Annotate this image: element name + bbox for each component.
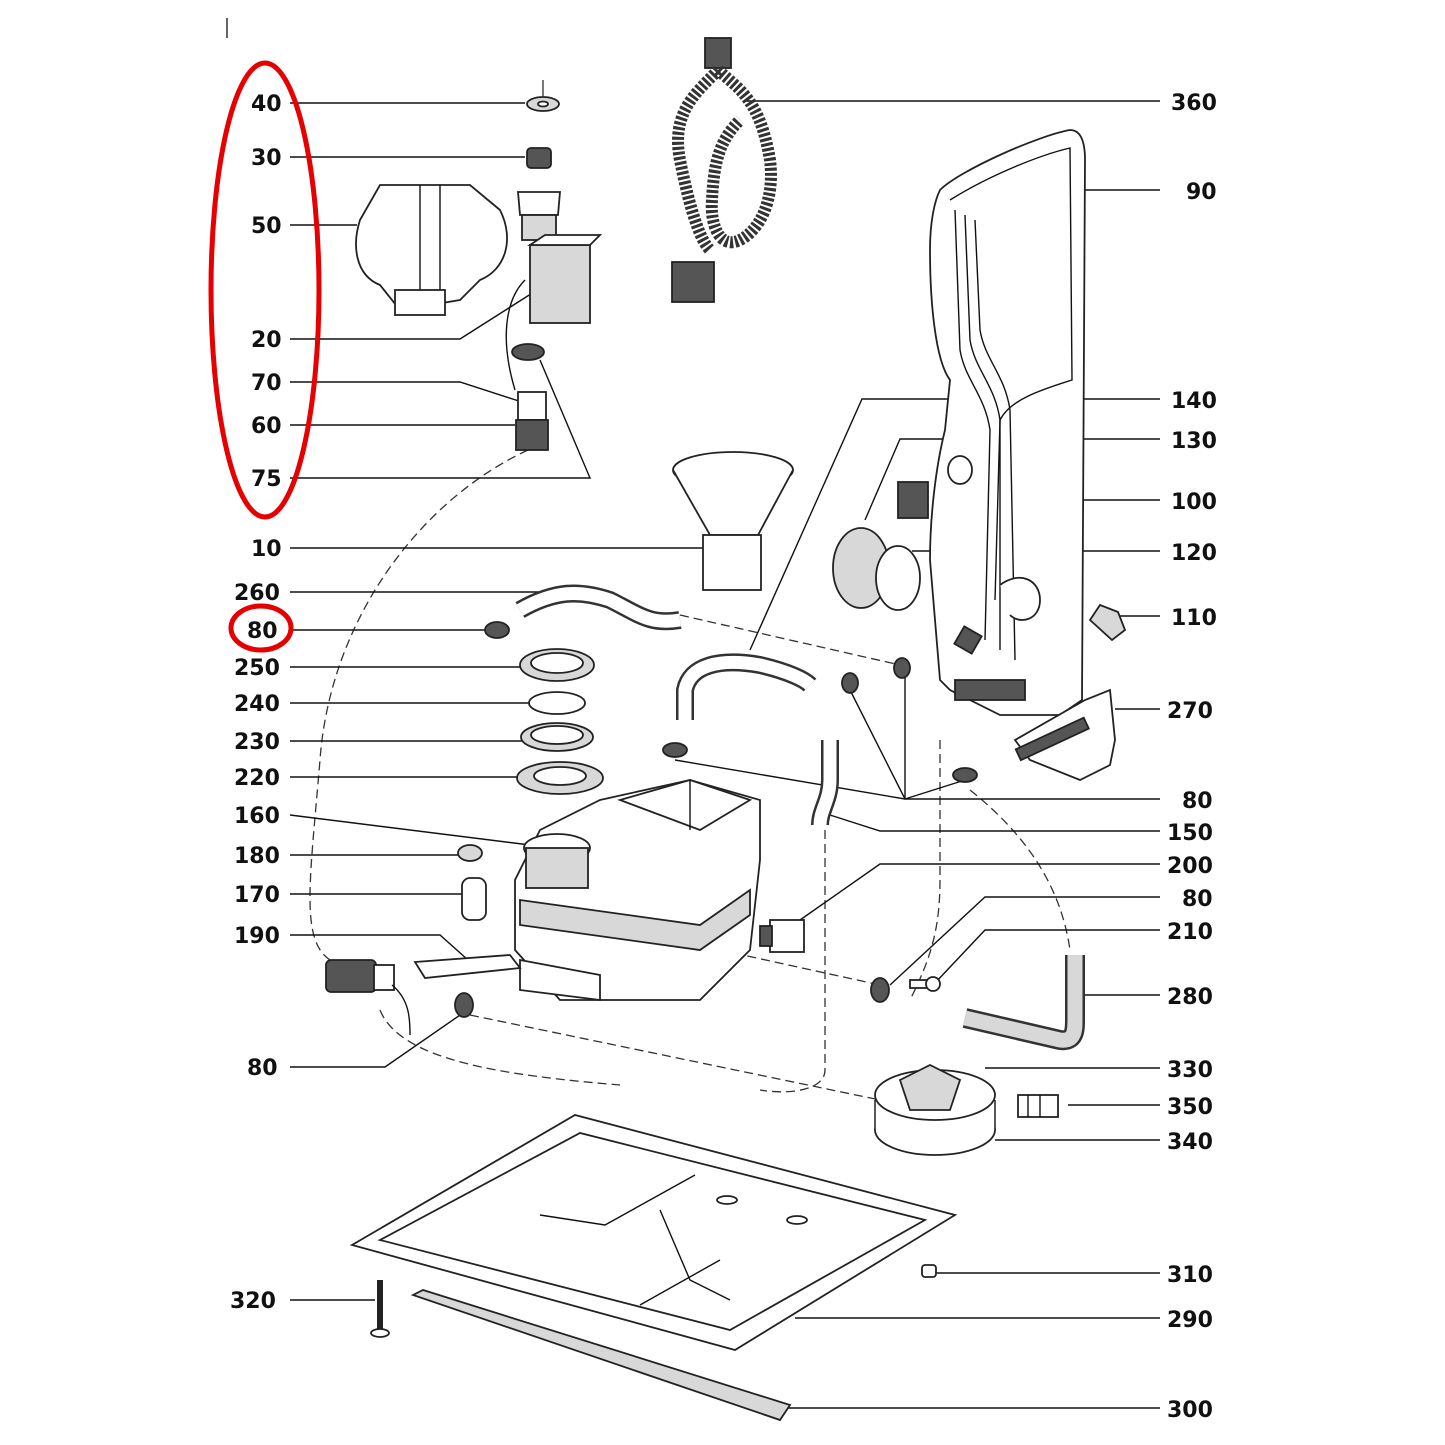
part-label-180: 180 [234,844,280,869]
part-label-90: 90 [1186,180,1217,205]
part-label-80-highlighted: 80 [247,619,278,644]
screw-part-320 [370,1280,390,1338]
tray-part-270 [1013,688,1116,781]
ring-part-230 [520,722,594,752]
part-label-320: 320 [230,1289,276,1314]
fitting-part-60 [515,391,549,451]
clamp-part-80-right [870,977,890,1003]
part-label-290: 290 [1167,1308,1213,1333]
leader-lines-left [289,102,705,1301]
clamp-part-80-upper [484,621,510,639]
washer-part-40 [526,80,560,112]
part-label-250: 250 [234,656,280,681]
clamp-part-80-mid-b [841,672,859,694]
part-190 [413,954,522,979]
part-label-10: 10 [251,537,282,562]
part-label-100: 100 [1171,490,1217,515]
cover-part-50 [355,184,508,316]
clamp-part-80-mid-a [662,742,688,758]
part-label-50: 50 [251,214,282,239]
labels-left: 40 30 50 20 70 60 75 10 260 80 250 240 2… [230,92,282,1314]
base-plate-part-290 [349,1114,958,1351]
pump-part-330 [874,1063,996,1121]
part-label-160: 160 [234,804,280,829]
part-label-30: 30 [251,146,282,171]
part-label-310: 310 [1167,1263,1213,1288]
part-label-70: 70 [251,371,282,396]
dashed-routing-lines [309,449,1071,1101]
part-170 [461,877,487,921]
part-label-360: 360 [1171,91,1217,116]
part-350 [1017,1094,1059,1118]
softener-body-part-160 [514,779,761,1002]
part-label-220: 220 [234,766,280,791]
part-label-200: 200 [1167,854,1213,879]
part-label-150: 150 [1167,821,1213,846]
part-label-20: 20 [251,328,282,353]
filter-part-30 [526,147,552,169]
part-label-60: 60 [251,414,282,439]
ring-part-240 [528,691,586,715]
part-180 [457,844,483,862]
part-label-170: 170 [234,883,280,908]
part-label-280: 280 [1167,985,1213,1010]
labels-right: 360 90 140 130 100 120 110 270 80 150 20… [1167,91,1217,1423]
highlight-ellipse-left-column [208,60,322,520]
screw-part-310 [921,1264,937,1278]
part-label-210: 210 [1167,920,1213,945]
strip-part-300 [410,1289,792,1422]
part-label-300: 300 [1167,1398,1213,1423]
highlight-circle-label-80 [228,603,294,653]
ring-part-250 [519,648,595,682]
ring-part-220 [516,761,604,795]
part-label-80-right-a: 80 [1182,789,1213,814]
part-label-110: 110 [1171,606,1217,631]
clamp-part-80-mid-c [893,657,911,679]
panel-part-90 [929,129,1086,716]
clamp-part-70 [511,343,545,361]
valve-connector [517,191,561,241]
part-100 [897,455,973,519]
part-label-230: 230 [234,730,280,755]
clamp-part-80-mid-d [952,767,978,783]
part-120 [875,545,921,611]
part-label-75: 75 [251,467,282,492]
part-label-260: 260 [234,581,280,606]
part-label-270: 270 [1167,699,1213,724]
part-label-190: 190 [234,924,280,949]
part-label-240: 240 [234,692,280,717]
clamp-part-80-lower [454,992,474,1018]
sensor-part-200 [759,919,805,953]
funnel-part-10 [672,451,794,591]
part-label-140: 140 [1171,389,1217,414]
part-label-130: 130 [1171,429,1217,454]
inlet-hose-part-360 [671,37,777,303]
screw-part-210 [909,976,941,992]
part-label-120: 120 [1171,541,1217,566]
fitting-lower-left [325,959,411,1036]
part-label-350: 350 [1167,1095,1213,1120]
part-label-330: 330 [1167,1058,1213,1083]
part-label-40: 40 [251,92,282,117]
valve-body-part-20 [505,234,603,391]
part-label-340: 340 [1167,1130,1213,1155]
part-label-80-lower-left: 80 [247,1056,278,1081]
part-label-80-right-b: 80 [1182,887,1213,912]
part-110 [1088,603,1127,642]
